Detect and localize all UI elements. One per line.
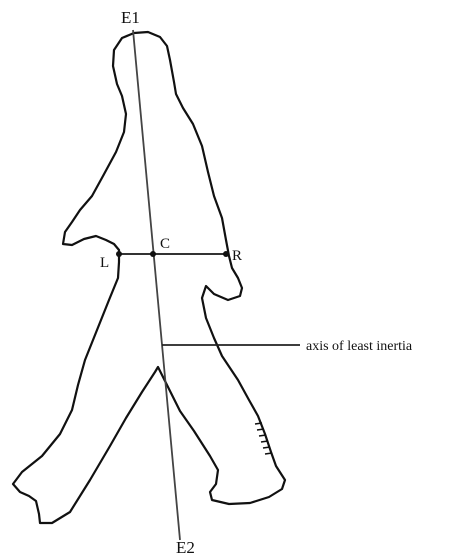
label-e2: E2 (176, 538, 195, 556)
label-e1: E1 (121, 8, 140, 27)
axis-annotation-label: axis of least inertia (306, 339, 413, 354)
label-c: C (160, 236, 170, 252)
person-silhouette-outline (13, 32, 285, 523)
axis-of-least-inertia-line (133, 30, 180, 540)
point-l (116, 251, 122, 257)
point-r (223, 251, 229, 257)
label-l: L (100, 255, 109, 271)
label-r: R (232, 248, 242, 264)
point-c (150, 251, 156, 257)
